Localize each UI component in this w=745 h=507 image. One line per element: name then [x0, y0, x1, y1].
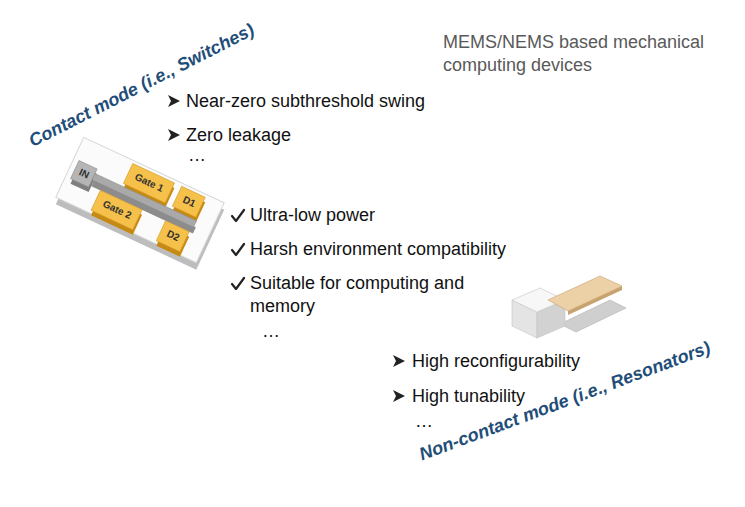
resonator-illustration [512, 276, 626, 338]
terminal-label: D2 [165, 228, 182, 244]
panel-background [7, 13, 738, 490]
anchor-block [71, 161, 98, 188]
shared-bullet-text: Harsh environment compatibility [250, 238, 506, 261]
arrow-bullet [168, 95, 180, 107]
bullet-text: High reconfigurability [412, 350, 580, 373]
substrate-top [56, 137, 224, 262]
check-bullet [232, 210, 244, 221]
shared-bullet-text: Suitable for computing and memory [250, 272, 490, 318]
region-ellipse [25, 28, 545, 390]
arrow-bullet [393, 355, 405, 367]
check-markers [232, 210, 244, 289]
bullet-text: … [415, 410, 433, 433]
shared-bullet-text: Ultra-low power [250, 204, 375, 227]
arrow-bullet [168, 129, 180, 141]
terminal-label: D1 [181, 194, 198, 210]
outer-panel: MEMS/NEMS based mechanical computing dev… [6, 12, 738, 490]
block-sides [62, 147, 207, 257]
terminal-label: Gate 1 [133, 171, 166, 195]
terminal-label: Gate 2 [101, 198, 134, 222]
shared-bullet-text: … [262, 320, 280, 343]
block-tops [62, 142, 207, 252]
arrow-bullet [393, 390, 405, 402]
substrate [56, 137, 224, 262]
check-bullet [232, 278, 244, 289]
switch-illustration [56, 137, 224, 269]
bullet-text: High tunability [412, 385, 525, 408]
bullet-text: Near-zero subthreshold swing [186, 90, 425, 113]
bullet-text: … [188, 144, 206, 167]
panel-title: MEMS/NEMS based mechanical computing dev… [443, 31, 723, 77]
resonator-beam [548, 276, 622, 311]
region-ellipse [190, 150, 720, 480]
bullet-text: Zero leakage [186, 124, 291, 147]
drain-electrode [156, 221, 189, 252]
check-bullet [232, 244, 244, 255]
terminal-label: IN [77, 166, 91, 181]
